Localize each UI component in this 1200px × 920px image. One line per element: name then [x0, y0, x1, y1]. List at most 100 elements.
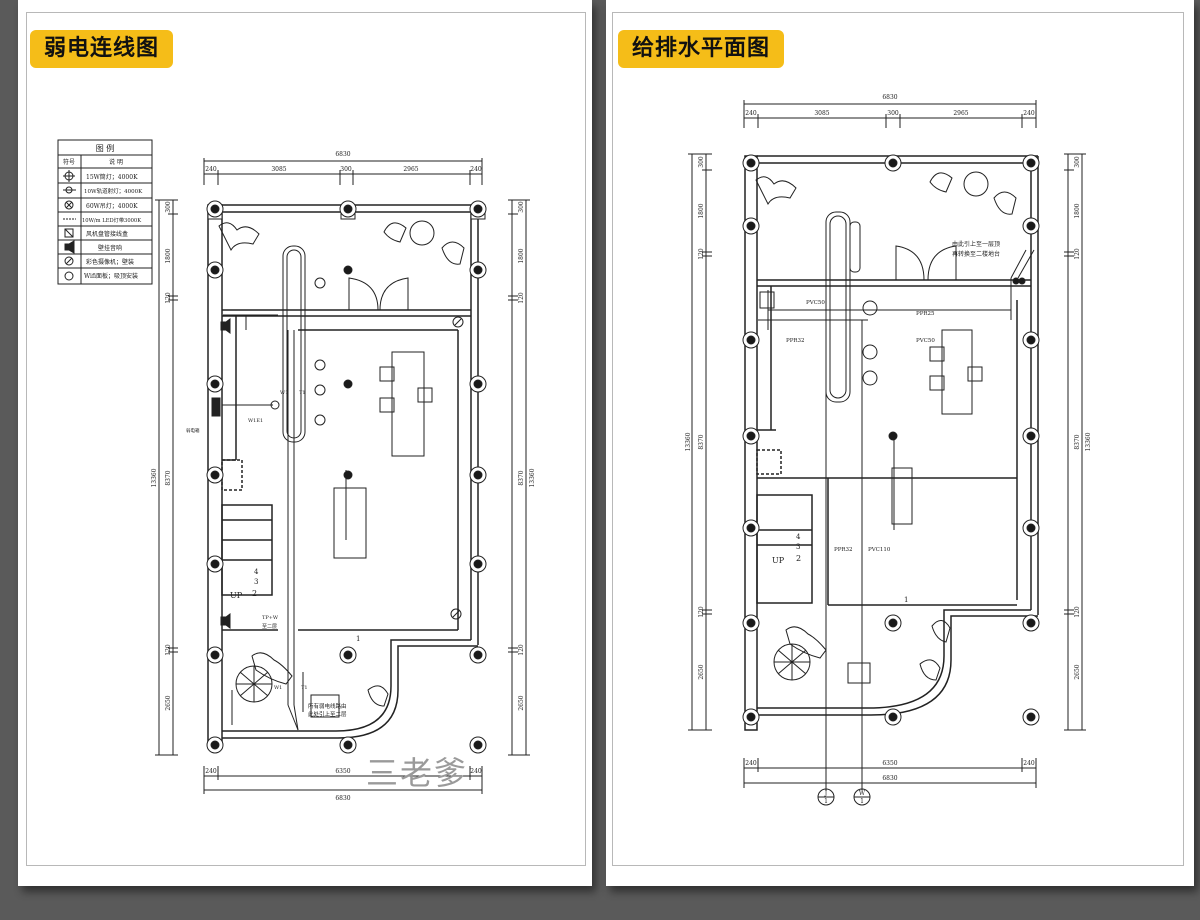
dim-bottom-seg-1: 240 [745, 760, 757, 767]
dim-middle-height-right: 8370 [1074, 434, 1081, 449]
cameras [450, 316, 464, 620]
pipe-label-pvc50-b: PVC50 [916, 338, 935, 344]
dim-total-height-right: 13360 [529, 468, 536, 487]
speaker-icon [64, 240, 75, 254]
dim-top-seg-1: 240 [745, 110, 757, 117]
note-weak-line-1: 所有弱电线路由 [308, 702, 347, 710]
dim-middle-height-right: 8370 [518, 470, 525, 485]
stair-step-3: 3 [254, 578, 258, 586]
right-drawing-sheet: 给排水平面图 [606, 0, 1194, 886]
dim-top-seg-1: 240 [205, 166, 217, 173]
dim-top-seg-5: 240 [1023, 110, 1035, 117]
stair-step-4: 4 [254, 568, 259, 576]
double-door [895, 245, 957, 281]
axis-j-bottom: 1 [824, 798, 828, 805]
column-markers [742, 154, 1040, 726]
dim-middle-height-left: 8370 [165, 470, 172, 485]
label-to-floor2: 至二层 [262, 624, 277, 630]
wall-speakers [220, 318, 231, 629]
legend-col-symbol: 符号 [63, 158, 75, 166]
dim-total-height-left: 13360 [685, 432, 692, 451]
dim-left-seg-5: 2650 [165, 695, 172, 710]
dim-left-seg-3: 120 [165, 292, 172, 304]
dim-right-seg-5: 120 [518, 644, 525, 656]
axis-w-top: W [859, 790, 866, 797]
pipe-label-ppr32-a: PPR32 [786, 338, 805, 344]
track-light-icon [63, 186, 76, 194]
dim-right-seg-1: 300 [1074, 156, 1081, 168]
label-weak-box: 弱电箱 [186, 427, 200, 434]
pipe-label-pvc50-a: PVC50 [806, 300, 825, 306]
dim-top-seg-4: 2965 [953, 110, 968, 117]
camera-icon [64, 256, 74, 266]
plumbing-note-line-1: 由此引上至一层顶 [952, 240, 1000, 248]
spotlight-icon [63, 170, 75, 182]
stair-step-4: 4 [796, 533, 801, 541]
plumbing-note-line-2: 再转换至二楼地台 [952, 250, 1000, 258]
fan-coil-box-icon [64, 228, 74, 238]
dim-right-seg-6: 2650 [1074, 664, 1081, 679]
panel-title-plumbing: 给排水平面图 [618, 30, 785, 68]
pipe-label-ppr25: PPR25 [916, 311, 935, 317]
wifi-panel-icon [64, 271, 74, 281]
room-number-1: 1 [356, 635, 360, 643]
building-walls [207, 204, 479, 746]
dim-top-seg-3: 300 [887, 110, 899, 117]
room-number-1: 1 [904, 596, 908, 604]
dim-right-seg-1: 300 [518, 201, 525, 213]
dim-bottom-seg-2: 240 [470, 768, 482, 775]
panel-title-weak-current: 弱电连线图 [30, 30, 174, 68]
dim-top-seg-2: 3085 [271, 166, 286, 173]
label-t1: T1 [299, 390, 306, 396]
legend-row-8-text: Wifi面板；吸顶安装 [84, 272, 138, 280]
axis-j-top: J [824, 790, 828, 797]
legend-header: 图 例 [96, 143, 115, 153]
dim-right-seg-6: 2650 [518, 695, 525, 710]
legend-row-5-text: 风机盘管接线盒 [86, 230, 128, 238]
dim-total-width-bottom: 6830 [882, 775, 897, 782]
dim-top-seg-5: 240 [470, 166, 482, 173]
legend-row-4-text: 10W/m LED灯带3000K [82, 216, 141, 224]
dim-right-seg-2: 1800 [1074, 203, 1081, 218]
stair-up-label: UP [230, 591, 243, 600]
plant-pot [235, 665, 273, 703]
dim-left-seg-5: 2650 [698, 664, 705, 679]
weak-current-box [211, 397, 221, 417]
dim-top-seg-3: 300 [340, 166, 352, 173]
legend-row-6-text: 壁挂音响 [98, 244, 122, 252]
legend-row-7-text: 彩色摄像机；壁装 [86, 258, 134, 266]
water-pipes [758, 249, 1035, 790]
dim-total-width-top: 6830 [335, 151, 350, 158]
label-w1: W1 [280, 390, 288, 396]
plant-pot [773, 643, 811, 681]
dim-total-width-bottom: 6830 [335, 795, 350, 802]
stair-step-3: 3 [796, 543, 800, 551]
column-markers [206, 200, 487, 754]
dim-right-seg-5: 120 [1074, 606, 1081, 618]
axis-w-bottom: 1 [860, 798, 864, 805]
dim-bottom-width: 6350 [882, 760, 897, 767]
double-door [348, 277, 409, 311]
legend-row-1-text: 15W筒灯；4000K [86, 173, 138, 181]
label-t1-bottom: T1 [301, 685, 308, 691]
dim-top-seg-4: 2965 [403, 166, 418, 173]
sheet-border [612, 12, 1184, 866]
dim-bottom-seg-2: 240 [1023, 760, 1035, 767]
dim-left-seg-4: 120 [165, 644, 172, 656]
dim-total-width-top: 6830 [882, 94, 897, 101]
dim-top-seg-2: 3085 [814, 110, 829, 117]
dim-total-height-right: 13360 [1085, 432, 1092, 451]
pipe-label-ppr32-b: PPR32 [834, 547, 853, 553]
dim-left-seg-1: 300 [698, 156, 705, 168]
watermark-text: 三老爹 [366, 754, 469, 792]
legend-row-3-text: 60W吊灯；4000K [86, 202, 138, 210]
dim-left-seg-2: 1800 [698, 203, 705, 218]
legend-table [57, 139, 153, 285]
dim-left-seg-4: 120 [698, 606, 705, 618]
note-weak-line-2: 此处引上至二层 [308, 710, 347, 718]
left-drawing-sheet: 弱电连线图 [18, 0, 592, 886]
pipe-label-pvc110: PVC110 [868, 547, 891, 553]
stair-step-2: 2 [252, 589, 257, 598]
sheet-border [26, 12, 586, 866]
label-w1-bottom: W1 [274, 685, 282, 691]
